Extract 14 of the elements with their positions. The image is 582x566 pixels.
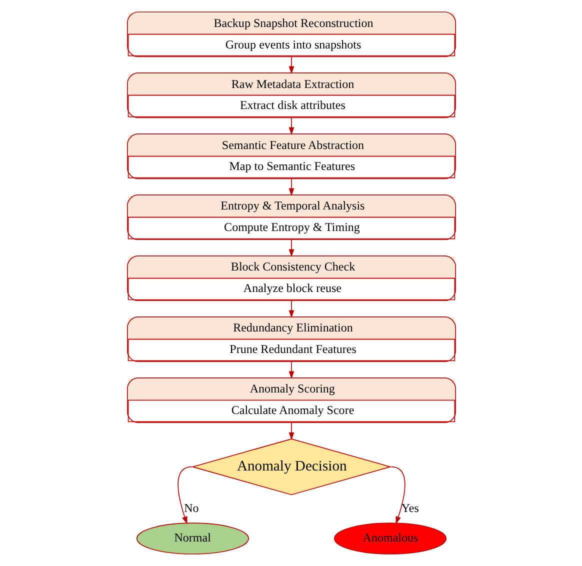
arrow [288,239,294,257]
edge-label: Yes [400,501,418,516]
arrow [288,117,294,136]
node-ellipse: Anomalous [334,522,446,554]
arrow [288,422,294,440]
arrow [288,178,294,196]
arrow [288,361,294,379]
arrow [390,466,405,524]
arrow [288,300,294,318]
arrow [177,466,192,524]
node-ellipse: Normal [136,522,248,554]
edge-label: No [184,501,198,516]
node-diamond: Anomaly Decision [190,438,392,496]
arrow [288,56,294,74]
